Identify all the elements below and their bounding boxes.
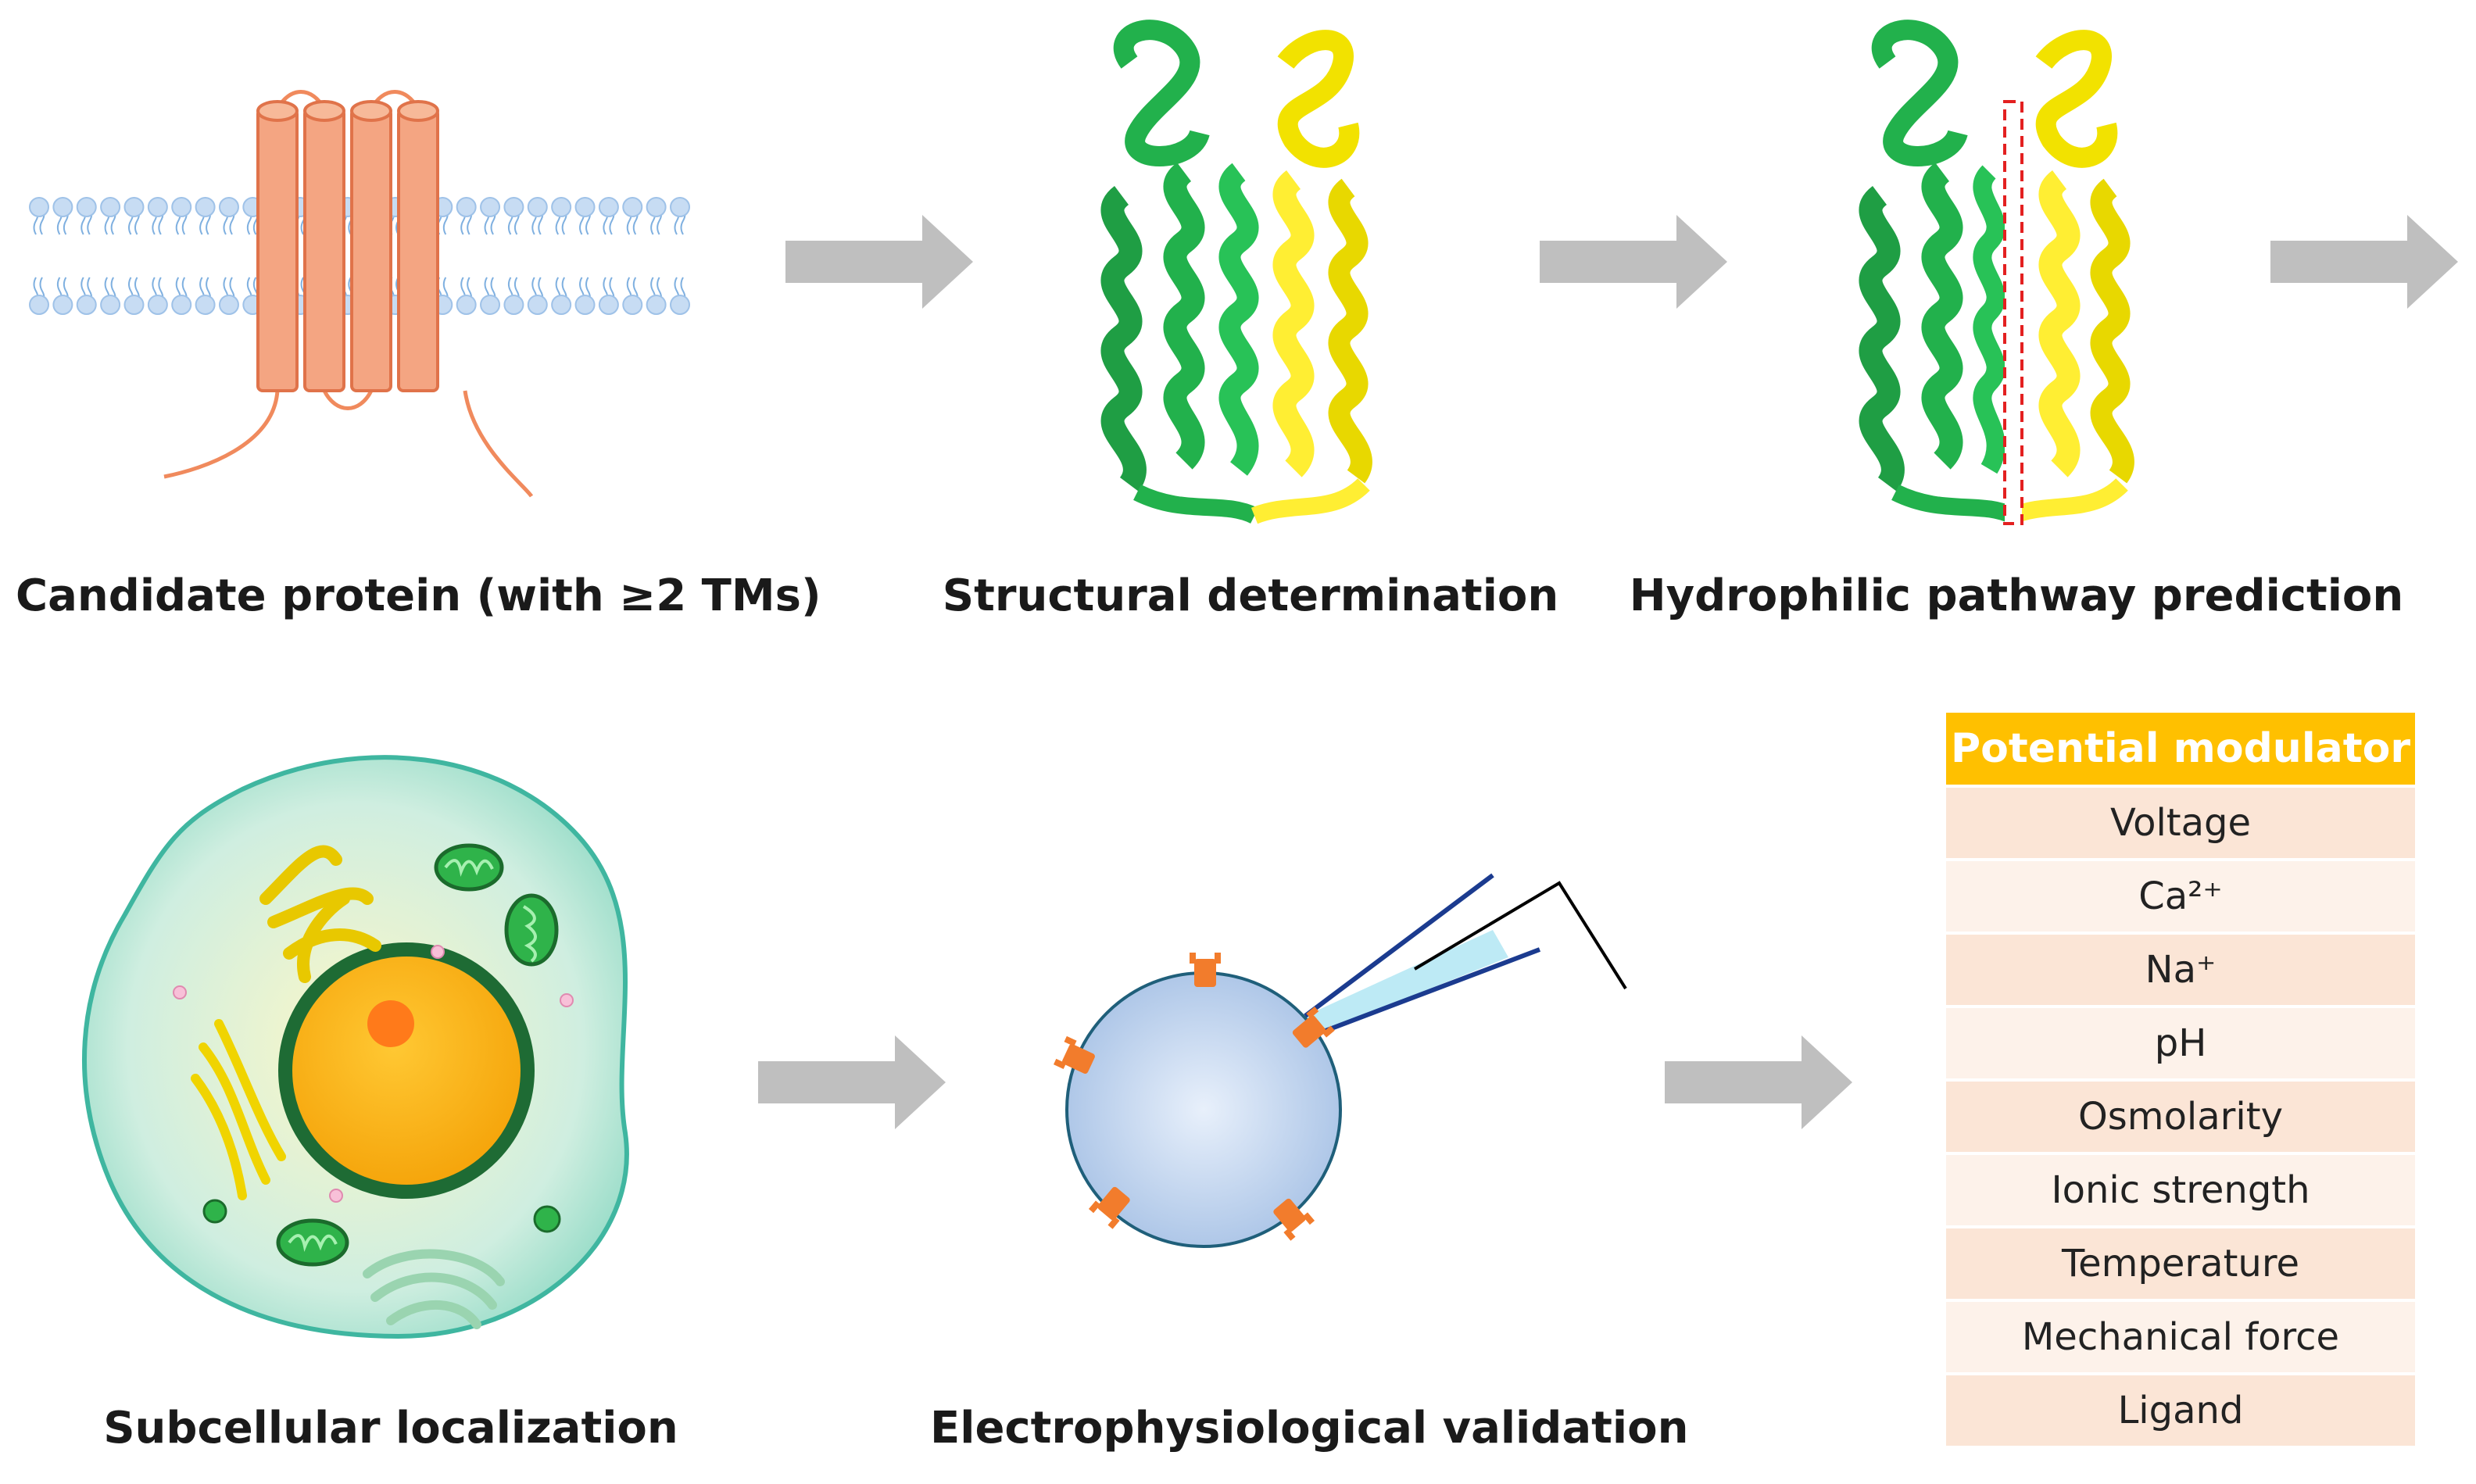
mitochondrion-2 bbox=[504, 893, 559, 967]
er-yellow bbox=[191, 1019, 286, 1200]
lipid-head bbox=[195, 197, 216, 217]
modulator-row: Voltage bbox=[1946, 788, 2415, 858]
step-pathway-caption: Hydrophilic pathway prediction bbox=[1629, 570, 2404, 621]
lipid-head bbox=[52, 197, 73, 217]
lipid-head bbox=[29, 197, 49, 217]
chain-a-ribbon bbox=[1100, 20, 1259, 524]
chain-a-ribbon bbox=[1859, 20, 2016, 524]
lipid-head bbox=[123, 197, 145, 217]
nucleolus bbox=[367, 1000, 414, 1047]
lipid-head bbox=[646, 295, 667, 315]
ion-channel-icon bbox=[1053, 1035, 1095, 1074]
protein-structure-illustration bbox=[1075, 16, 1403, 531]
tm-helix-2 bbox=[303, 100, 345, 392]
lipid-head bbox=[622, 295, 643, 315]
step-electrophys-caption: Electrophysiological validation bbox=[930, 1403, 1689, 1454]
lysosome-1 bbox=[202, 1199, 227, 1224]
patch-clamp-illustration bbox=[1039, 860, 1665, 1266]
tm-helix-3 bbox=[350, 100, 392, 392]
golgi-stack bbox=[363, 1249, 505, 1329]
lipid-head bbox=[100, 295, 121, 315]
pipette-fill bbox=[1305, 930, 1508, 1035]
modulator-row: Temperature bbox=[1946, 1228, 2415, 1299]
flow-arrow-5 bbox=[1665, 1035, 1852, 1129]
step-localization-caption: Subcellular localization bbox=[103, 1403, 678, 1454]
mitochondrion-1 bbox=[434, 843, 504, 892]
modulator-row: Ca²⁺ bbox=[1946, 861, 2415, 932]
lipid-head bbox=[551, 197, 572, 217]
ion-channel-icon bbox=[1273, 1198, 1315, 1241]
lipid-head bbox=[218, 197, 239, 217]
pipette-wall-top bbox=[1304, 873, 1494, 1018]
lipid-head bbox=[218, 295, 239, 315]
ion-channel-icon bbox=[1190, 953, 1221, 987]
lysosome-2 bbox=[533, 1205, 561, 1233]
lipid-head bbox=[551, 295, 572, 315]
lipid-head bbox=[527, 295, 548, 315]
lipid-head bbox=[195, 295, 216, 315]
lipid-head bbox=[598, 295, 619, 315]
modulator-row: Na⁺ bbox=[1946, 935, 2415, 1005]
lipid-head bbox=[622, 197, 643, 217]
modulator-table: Potential modulator Voltage Ca²⁺ Na⁺ pH … bbox=[1946, 713, 2415, 1446]
flow-arrow-1 bbox=[785, 215, 973, 309]
mitochondrion-3 bbox=[276, 1218, 349, 1267]
lipid-head bbox=[574, 197, 596, 217]
lipid-head bbox=[670, 295, 690, 315]
chain-b-ribbon bbox=[2009, 30, 2134, 524]
chain-b-ribbon bbox=[1251, 30, 1372, 524]
lipid-head bbox=[456, 197, 477, 217]
lipid-head bbox=[147, 295, 168, 315]
tm-helix-1 bbox=[256, 100, 299, 392]
lipid-head bbox=[670, 197, 690, 217]
lipid-head bbox=[527, 197, 548, 217]
cell-illustration bbox=[63, 742, 672, 1360]
flow-arrow-4 bbox=[758, 1035, 946, 1129]
lipid-head bbox=[480, 197, 501, 217]
hydrophilic-pathway-line bbox=[2003, 100, 2023, 525]
modulator-row: pH bbox=[1946, 1008, 2415, 1078]
lipid-head bbox=[503, 295, 524, 315]
step-candidate-caption: Candidate protein (with ≥2 TMs) bbox=[16, 570, 821, 621]
modulator-row: Mechanical force bbox=[1946, 1302, 2415, 1372]
lipid-head bbox=[598, 197, 619, 217]
lipid-head bbox=[76, 197, 97, 217]
lipid-head bbox=[29, 295, 49, 315]
nucleus bbox=[278, 942, 535, 1199]
pipette-wall-bottom bbox=[1311, 947, 1541, 1038]
flow-arrow-3 bbox=[2270, 215, 2458, 309]
lipid-head bbox=[52, 295, 73, 315]
golgi-yellow bbox=[259, 845, 381, 983]
lipid-head bbox=[147, 197, 168, 217]
lipid-head bbox=[76, 295, 97, 315]
modulator-row: Ligand bbox=[1946, 1375, 2415, 1446]
membrane-protein-illustration bbox=[23, 78, 703, 516]
ion-channel-icon bbox=[1292, 1006, 1335, 1048]
lipid-head bbox=[123, 295, 145, 315]
lipid-head bbox=[574, 295, 596, 315]
modulator-row: Ionic strength bbox=[1946, 1155, 2415, 1225]
ion-channels bbox=[1053, 953, 1335, 1241]
lipid-head bbox=[171, 295, 192, 315]
modulator-row: Osmolarity bbox=[1946, 1082, 2415, 1152]
lipid-head bbox=[503, 197, 524, 217]
flow-arrow-2 bbox=[1540, 215, 1727, 309]
lipid-head bbox=[646, 197, 667, 217]
step-structure-caption: Structural determination bbox=[942, 570, 1559, 621]
lipid-head bbox=[480, 295, 501, 315]
lipid-head bbox=[100, 197, 121, 217]
lipid-head bbox=[171, 197, 192, 217]
electrode-wire bbox=[1413, 881, 1627, 990]
lipid-head bbox=[456, 295, 477, 315]
tm-helix-4 bbox=[397, 100, 439, 392]
modulator-table-header: Potential modulator bbox=[1946, 713, 2415, 785]
pathway-structure-illustration bbox=[1833, 16, 2161, 531]
ion-channel-icon bbox=[1088, 1186, 1130, 1229]
